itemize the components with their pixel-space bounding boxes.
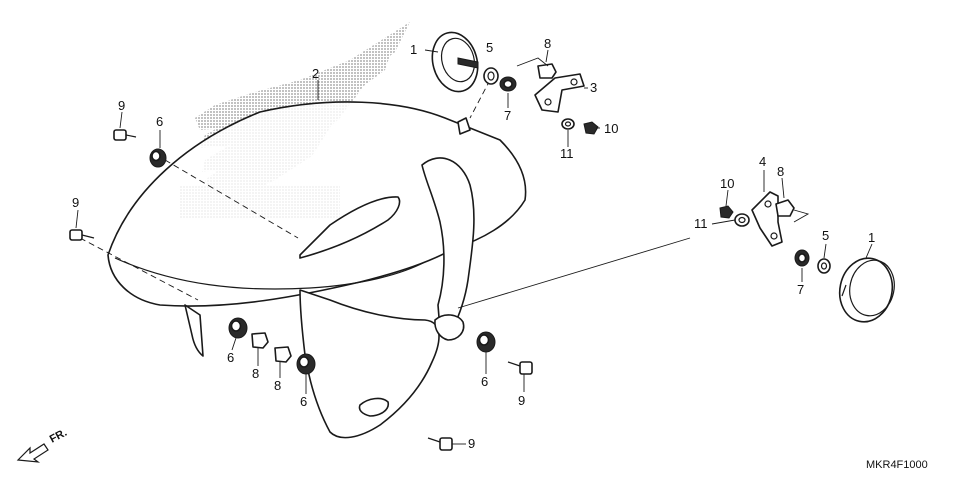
grommet-part-7-right bbox=[794, 249, 810, 267]
grommet-part-6-lower-a bbox=[228, 317, 248, 339]
callout-11-upper: 11 bbox=[560, 146, 574, 161]
washer-part-11-upper bbox=[561, 118, 575, 130]
collar-part-8-lower-b bbox=[274, 346, 292, 363]
callout-5-upper: 5 bbox=[486, 40, 493, 55]
diagram-code: MKR4F1000 bbox=[866, 459, 928, 471]
grommet-part-6-lower-b bbox=[296, 353, 316, 375]
callout-7-upper: 7 bbox=[504, 108, 511, 123]
callout-7-right: 7 bbox=[797, 282, 804, 297]
leader-line bbox=[457, 237, 691, 309]
screw-part-9-bottom bbox=[427, 437, 453, 451]
nut-part-10-upper bbox=[583, 121, 599, 135]
collar-part-5-upper bbox=[483, 67, 499, 85]
washer-part-11-right bbox=[734, 213, 750, 227]
emblem-part-1-right bbox=[838, 257, 895, 323]
front-fender-part-2 bbox=[107, 101, 527, 439]
callout-9-right: 9 bbox=[518, 393, 525, 408]
grommet-part-6-left bbox=[149, 148, 167, 168]
callout-2: 2 bbox=[312, 66, 319, 81]
grommet-part-7-upper bbox=[499, 76, 517, 92]
callout-9-bottom: 9 bbox=[468, 436, 475, 451]
callout-6-right: 6 bbox=[481, 374, 488, 389]
callout-8-right: 8 bbox=[777, 164, 784, 179]
callout-9-mid-left: 9 bbox=[72, 195, 79, 210]
callout-10-right: 10 bbox=[720, 176, 734, 191]
screw-part-9-right bbox=[507, 361, 533, 375]
bracket-part-3 bbox=[534, 73, 585, 113]
callout-10-upper: 10 bbox=[604, 121, 618, 136]
grommet-part-6-right bbox=[476, 331, 496, 353]
screw-part-9-upper-left bbox=[113, 129, 137, 141]
callout-11-right: 11 bbox=[694, 216, 708, 231]
callout-6-lower-a: 6 bbox=[227, 350, 234, 365]
dashed-alignment-lines bbox=[79, 79, 491, 301]
nut-part-10-right bbox=[719, 205, 734, 219]
callout-4: 4 bbox=[759, 154, 766, 169]
front-direction-label: FR. bbox=[48, 427, 69, 446]
callout-leaders bbox=[75, 49, 873, 445]
callout-8-lower-a: 8 bbox=[252, 366, 259, 381]
callout-6-left: 6 bbox=[156, 114, 163, 129]
callout-6-lower-b: 6 bbox=[300, 394, 307, 409]
front-direction-arrow: FR. bbox=[16, 427, 69, 463]
collar-part-5-right bbox=[817, 258, 831, 274]
bracket-part-4 bbox=[751, 191, 783, 247]
collar-part-8-upper bbox=[516, 57, 557, 79]
callout-1-upper: 1 bbox=[410, 42, 417, 57]
callout-8-lower-b: 8 bbox=[274, 378, 281, 393]
callout-5-right: 5 bbox=[822, 228, 829, 243]
callout-numbers: 1 2 3 5 8 7 11 10 9 6 9 6 8 8 6 6 9 9 4 … bbox=[72, 36, 875, 451]
collar-part-8-right bbox=[775, 199, 810, 223]
callout-8-upper: 8 bbox=[544, 36, 551, 51]
emblem-part-1-upper bbox=[431, 31, 479, 93]
collar-part-8-lower-a bbox=[251, 332, 269, 349]
callout-9-upper-left: 9 bbox=[118, 98, 125, 113]
callout-1-right: 1 bbox=[868, 230, 875, 245]
callout-3: 3 bbox=[590, 80, 597, 95]
screw-part-9-mid-left bbox=[69, 229, 95, 241]
